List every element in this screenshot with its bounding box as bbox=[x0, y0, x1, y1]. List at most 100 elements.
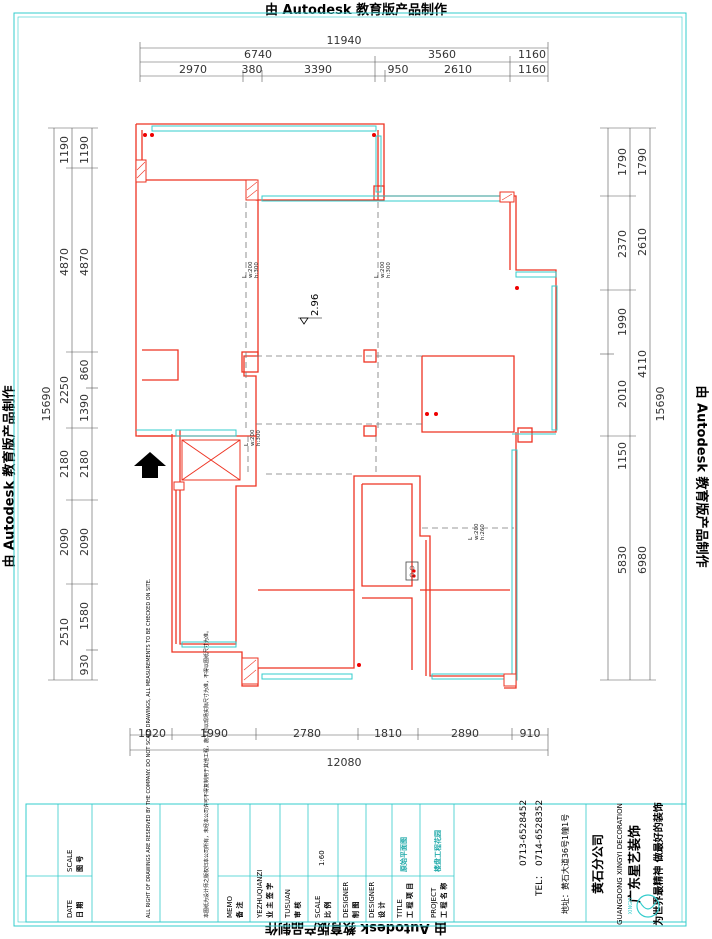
light-annotation: L w:200 h:300 bbox=[242, 261, 260, 278]
notices: 本图纸为设计师之版权归本公司所有，未经本公司许可不得复制用于其他工程，施工时以现… bbox=[146, 578, 210, 918]
svg-text:设 计: 设 计 bbox=[377, 902, 386, 918]
dim-top-detail: 380 bbox=[242, 63, 263, 76]
light-annotation: L w:200 h:260 bbox=[468, 523, 486, 540]
dim-left-detail: 4870 bbox=[78, 248, 91, 276]
windows bbox=[136, 126, 557, 680]
row-memo: 备 注 MEMO bbox=[226, 895, 244, 919]
title-block-grid bbox=[26, 804, 586, 922]
dim-bottom-detail: 2780 bbox=[293, 727, 321, 740]
column-hatching bbox=[137, 162, 512, 680]
light-annotation: L w:200 h:300 bbox=[374, 261, 392, 278]
svg-text:YEZHUQIANZI: YEZHUQIANZI bbox=[256, 870, 264, 919]
dim-right-mid: 6980 bbox=[636, 546, 649, 574]
dim-right-detail: 5830 bbox=[616, 546, 629, 574]
dim-left-detail: 1190 bbox=[78, 136, 91, 164]
contact-info: 地址：黄石大道36号1幢1号 TEL： 0714-6528352 0713-65… bbox=[519, 800, 570, 914]
dim-top-detail: 2970 bbox=[179, 63, 207, 76]
svg-text:SCALE: SCALE bbox=[314, 896, 322, 918]
elevator-shaft bbox=[182, 440, 240, 480]
dim-bottom-detail: 2890 bbox=[451, 727, 479, 740]
dim-left-detail: 2090 bbox=[78, 528, 91, 556]
svg-text:DESIGNER: DESIGNER bbox=[368, 882, 376, 918]
row-designer: 设 计 DESIGNER bbox=[368, 882, 386, 918]
title-block-rows: 工 程 名 称 PROJECT 楼盘工程花园 工 程 项 目 TITLE 原始平… bbox=[226, 830, 448, 919]
svg-text:工 程 名 称: 工 程 名 称 bbox=[439, 883, 448, 918]
dim-left-mid: 4870 bbox=[58, 248, 71, 276]
notice-cn: 本图纸为设计师之版权归本公司所有，未经本公司许可不得复制用于其他工程，施工时以现… bbox=[203, 628, 210, 918]
dim-right-detail: 1990 bbox=[616, 308, 629, 336]
beam-lines bbox=[246, 202, 514, 528]
svg-text:h:260: h:260 bbox=[480, 524, 486, 540]
sheet-inner-border bbox=[18, 17, 682, 922]
svg-text:1:60: 1:60 bbox=[318, 850, 326, 866]
row-review: 审 核 TUSUAN bbox=[284, 889, 302, 919]
logo-text: XINGYI bbox=[628, 898, 634, 915]
svg-text:h:300: h:300 bbox=[256, 430, 262, 446]
dim-top-detail: 3390 bbox=[304, 63, 332, 76]
svg-text:楼盘工程花园: 楼盘工程花园 bbox=[433, 830, 442, 872]
dim-bottom-detail: 1020 bbox=[138, 727, 166, 740]
company-name-en: GUANGDONG XINGYI DECORATION bbox=[616, 803, 624, 925]
dim-left-mid: 1190 bbox=[58, 136, 71, 164]
dim-left-mid: 2180 bbox=[58, 450, 71, 478]
svg-text:业 主 签 字: 业 主 签 字 bbox=[265, 883, 274, 918]
svg-text:备 注: 备 注 bbox=[235, 902, 244, 919]
notice-en: ALL RIGHT OF DRAWINGS ARE RESERVED BY TH… bbox=[146, 578, 152, 918]
dim-left-detail: 1580 bbox=[78, 602, 91, 630]
dim-right-mid: 1790 bbox=[636, 148, 649, 176]
date-and-number: 日 期 DATE 图 号 SCALE bbox=[66, 850, 84, 918]
dim-right-detail: 1790 bbox=[616, 148, 629, 176]
dim-bottom-detail: 910 bbox=[520, 727, 541, 740]
svg-text:TITLE: TITLE bbox=[396, 899, 404, 919]
svg-text:MEMO: MEMO bbox=[226, 895, 234, 918]
dim-top-mid: 6740 bbox=[244, 48, 272, 61]
title-block: 为世界最精神 做最好的装饰 广东星艺装饰 GUANGDONG XINGYI DE… bbox=[26, 578, 686, 926]
svg-text:比 例: 比 例 bbox=[323, 902, 332, 918]
dim-right-mid: 2610 bbox=[636, 228, 649, 256]
sheet-border bbox=[14, 13, 686, 926]
dim-left-detail: 930 bbox=[78, 655, 91, 676]
tel-label: TEL： bbox=[535, 871, 545, 897]
dim-left-detail: 1390 bbox=[78, 394, 91, 422]
svg-text:原始平面图: 原始平面图 bbox=[399, 837, 408, 872]
row-project: 工 程 名 称 PROJECT 楼盘工程花园 bbox=[430, 830, 448, 918]
light-annotation: L w:200 h:300 bbox=[244, 429, 262, 446]
fixture-dots bbox=[143, 133, 519, 667]
tel-number: 0714-6528352 bbox=[535, 800, 545, 866]
dim-bottom-overall: 12080 bbox=[327, 756, 362, 769]
walls bbox=[136, 124, 556, 688]
dim-top-overall: 11940 bbox=[327, 34, 362, 47]
dim-top-mid: 1160 bbox=[518, 48, 546, 61]
row-scale: 比 例 SCALE 1:60 bbox=[314, 850, 332, 918]
row-drafter: 制 图 DESIGNER bbox=[342, 882, 360, 918]
svg-text:PROJECT: PROJECT bbox=[430, 887, 438, 918]
level-mark: 2.96 bbox=[298, 294, 322, 324]
date-label: 日 期 bbox=[75, 902, 84, 918]
row-owner-signature: 业 主 签 字 YEZHUQIANZI bbox=[256, 870, 274, 919]
dim-top-detail: 950 bbox=[388, 63, 409, 76]
dim-left-mid: 2250 bbox=[58, 376, 71, 404]
address: 地址：黄石大道36号1幢1号 bbox=[560, 814, 570, 914]
drawing-no-label: 图 号 bbox=[75, 856, 84, 872]
row-title: 工 程 项 目 TITLE 原始平面图 bbox=[396, 837, 414, 919]
dim-right-detail: 2010 bbox=[616, 380, 629, 408]
svg-text:制 图: 制 图 bbox=[351, 902, 360, 918]
dim-left-mid: 2510 bbox=[58, 618, 71, 646]
svg-text:DESIGNER: DESIGNER bbox=[342, 882, 350, 918]
dim-left-overall: 15690 bbox=[40, 387, 53, 422]
structural-columns bbox=[136, 160, 516, 686]
level-value: 2.96 bbox=[310, 294, 321, 316]
dim-right-detail: 2370 bbox=[616, 230, 629, 258]
company-name: 广东星艺装饰 bbox=[627, 825, 643, 903]
dim-right-overall: 15690 bbox=[654, 387, 667, 422]
svg-text:TUSUAN: TUSUAN bbox=[284, 889, 292, 919]
dim-top-mid: 3560 bbox=[428, 48, 456, 61]
svg-text:h:300: h:300 bbox=[386, 262, 392, 278]
company-info: 为世界最精神 做最好的装饰 广东星艺装饰 GUANGDONG XINGYI DE… bbox=[590, 802, 665, 925]
dim-bottom-detail: 1810 bbox=[374, 727, 402, 740]
dim-top-detail: 1160 bbox=[518, 63, 546, 76]
dimension-lines bbox=[48, 42, 656, 756]
date-label-en: DATE bbox=[66, 900, 74, 918]
dim-left-detail: 2180 bbox=[78, 450, 91, 478]
